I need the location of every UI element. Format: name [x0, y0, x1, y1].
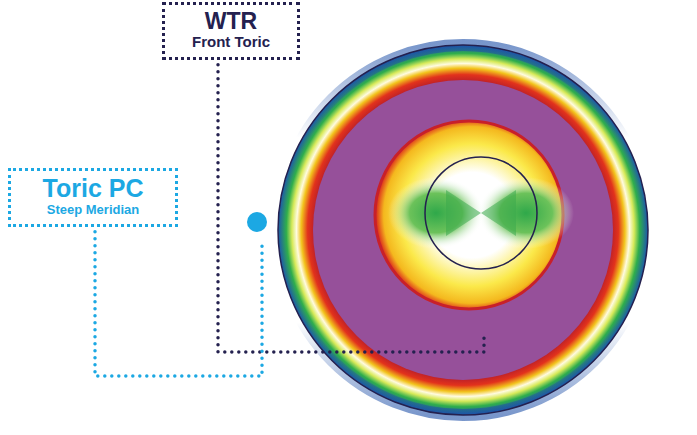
callout-box: Toric PCSteep Meridian — [8, 168, 178, 227]
callout-heading: WTR — [175, 9, 287, 34]
steep-meridian-dot — [247, 212, 267, 232]
callout-subtext: Steep Meridian — [21, 203, 165, 217]
callout-box: WTRFront Toric — [162, 2, 300, 60]
callout-subtext: Front Toric — [175, 34, 287, 51]
peripheral-curve-leader — [95, 232, 262, 376]
callout-heading: Toric PC — [21, 175, 165, 203]
front-toric-leader — [218, 65, 484, 352]
